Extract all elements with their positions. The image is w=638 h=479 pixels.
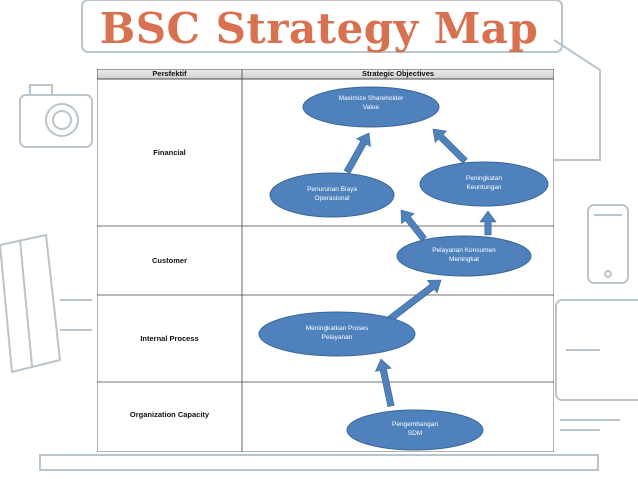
arrow-sdm-to-proses — [374, 358, 395, 408]
tablet-icon — [555, 299, 638, 401]
objective-pelayanan-bubble — [396, 235, 532, 277]
arrow-proses-to-pelayanan — [387, 279, 442, 322]
objective-sdm-bubble — [346, 409, 484, 451]
arrow-pelayanan-to-penurunan — [400, 209, 427, 242]
slide-title: BSC Strategy Map — [99, 4, 539, 53]
bubbles-layer — [258, 86, 549, 451]
arrow-peningkatan-to-maximize — [432, 128, 468, 164]
arrow-penurunan-to-maximize — [343, 132, 371, 174]
objective-proses-bubble — [258, 311, 416, 357]
notebook-icon — [0, 233, 92, 374]
perspective-customer: Customer — [151, 256, 187, 265]
objective-maximize-bubble — [302, 86, 440, 128]
objective-penurunan-label: Penurunan Biaya Operasional — [307, 186, 357, 202]
perspective-internal-process: Internal Process — [140, 334, 199, 343]
strategy-map-canvas — [97, 69, 554, 452]
arrows-layer — [343, 128, 497, 408]
perspective-organization-capacity: Organization Capacity — [129, 410, 210, 419]
strategy-map: Persfektif Strategic Objectives Financia… — [97, 69, 554, 452]
objective-penurunan-bubble — [269, 172, 395, 218]
perspective-financial: Financial — [153, 148, 186, 157]
objective-peningkatan-bubble — [419, 161, 549, 207]
objective-sdm-label: Pengembangan SDM — [392, 421, 438, 437]
camera-icon — [19, 84, 93, 148]
objective-peningkatan-label: Peningkatan Keuntungan — [465, 175, 503, 191]
objective-maximize-label: Maximize Shareholder Value — [338, 95, 404, 111]
header-strategic-objectives: Strategic Objectives — [361, 69, 435, 78]
table-grid — [97, 69, 554, 452]
objective-pelayanan-label: Pelayanan Konsumen Meningkat — [432, 247, 496, 263]
header-perspective: Persfektif — [152, 69, 187, 78]
objective-proses-label: Meningkatkan Proses Pelayanan — [305, 325, 369, 341]
phone-icon — [587, 204, 629, 284]
laptop-icon — [39, 0, 599, 471]
arrow-pelayanan-to-peningkatan — [479, 210, 497, 236]
